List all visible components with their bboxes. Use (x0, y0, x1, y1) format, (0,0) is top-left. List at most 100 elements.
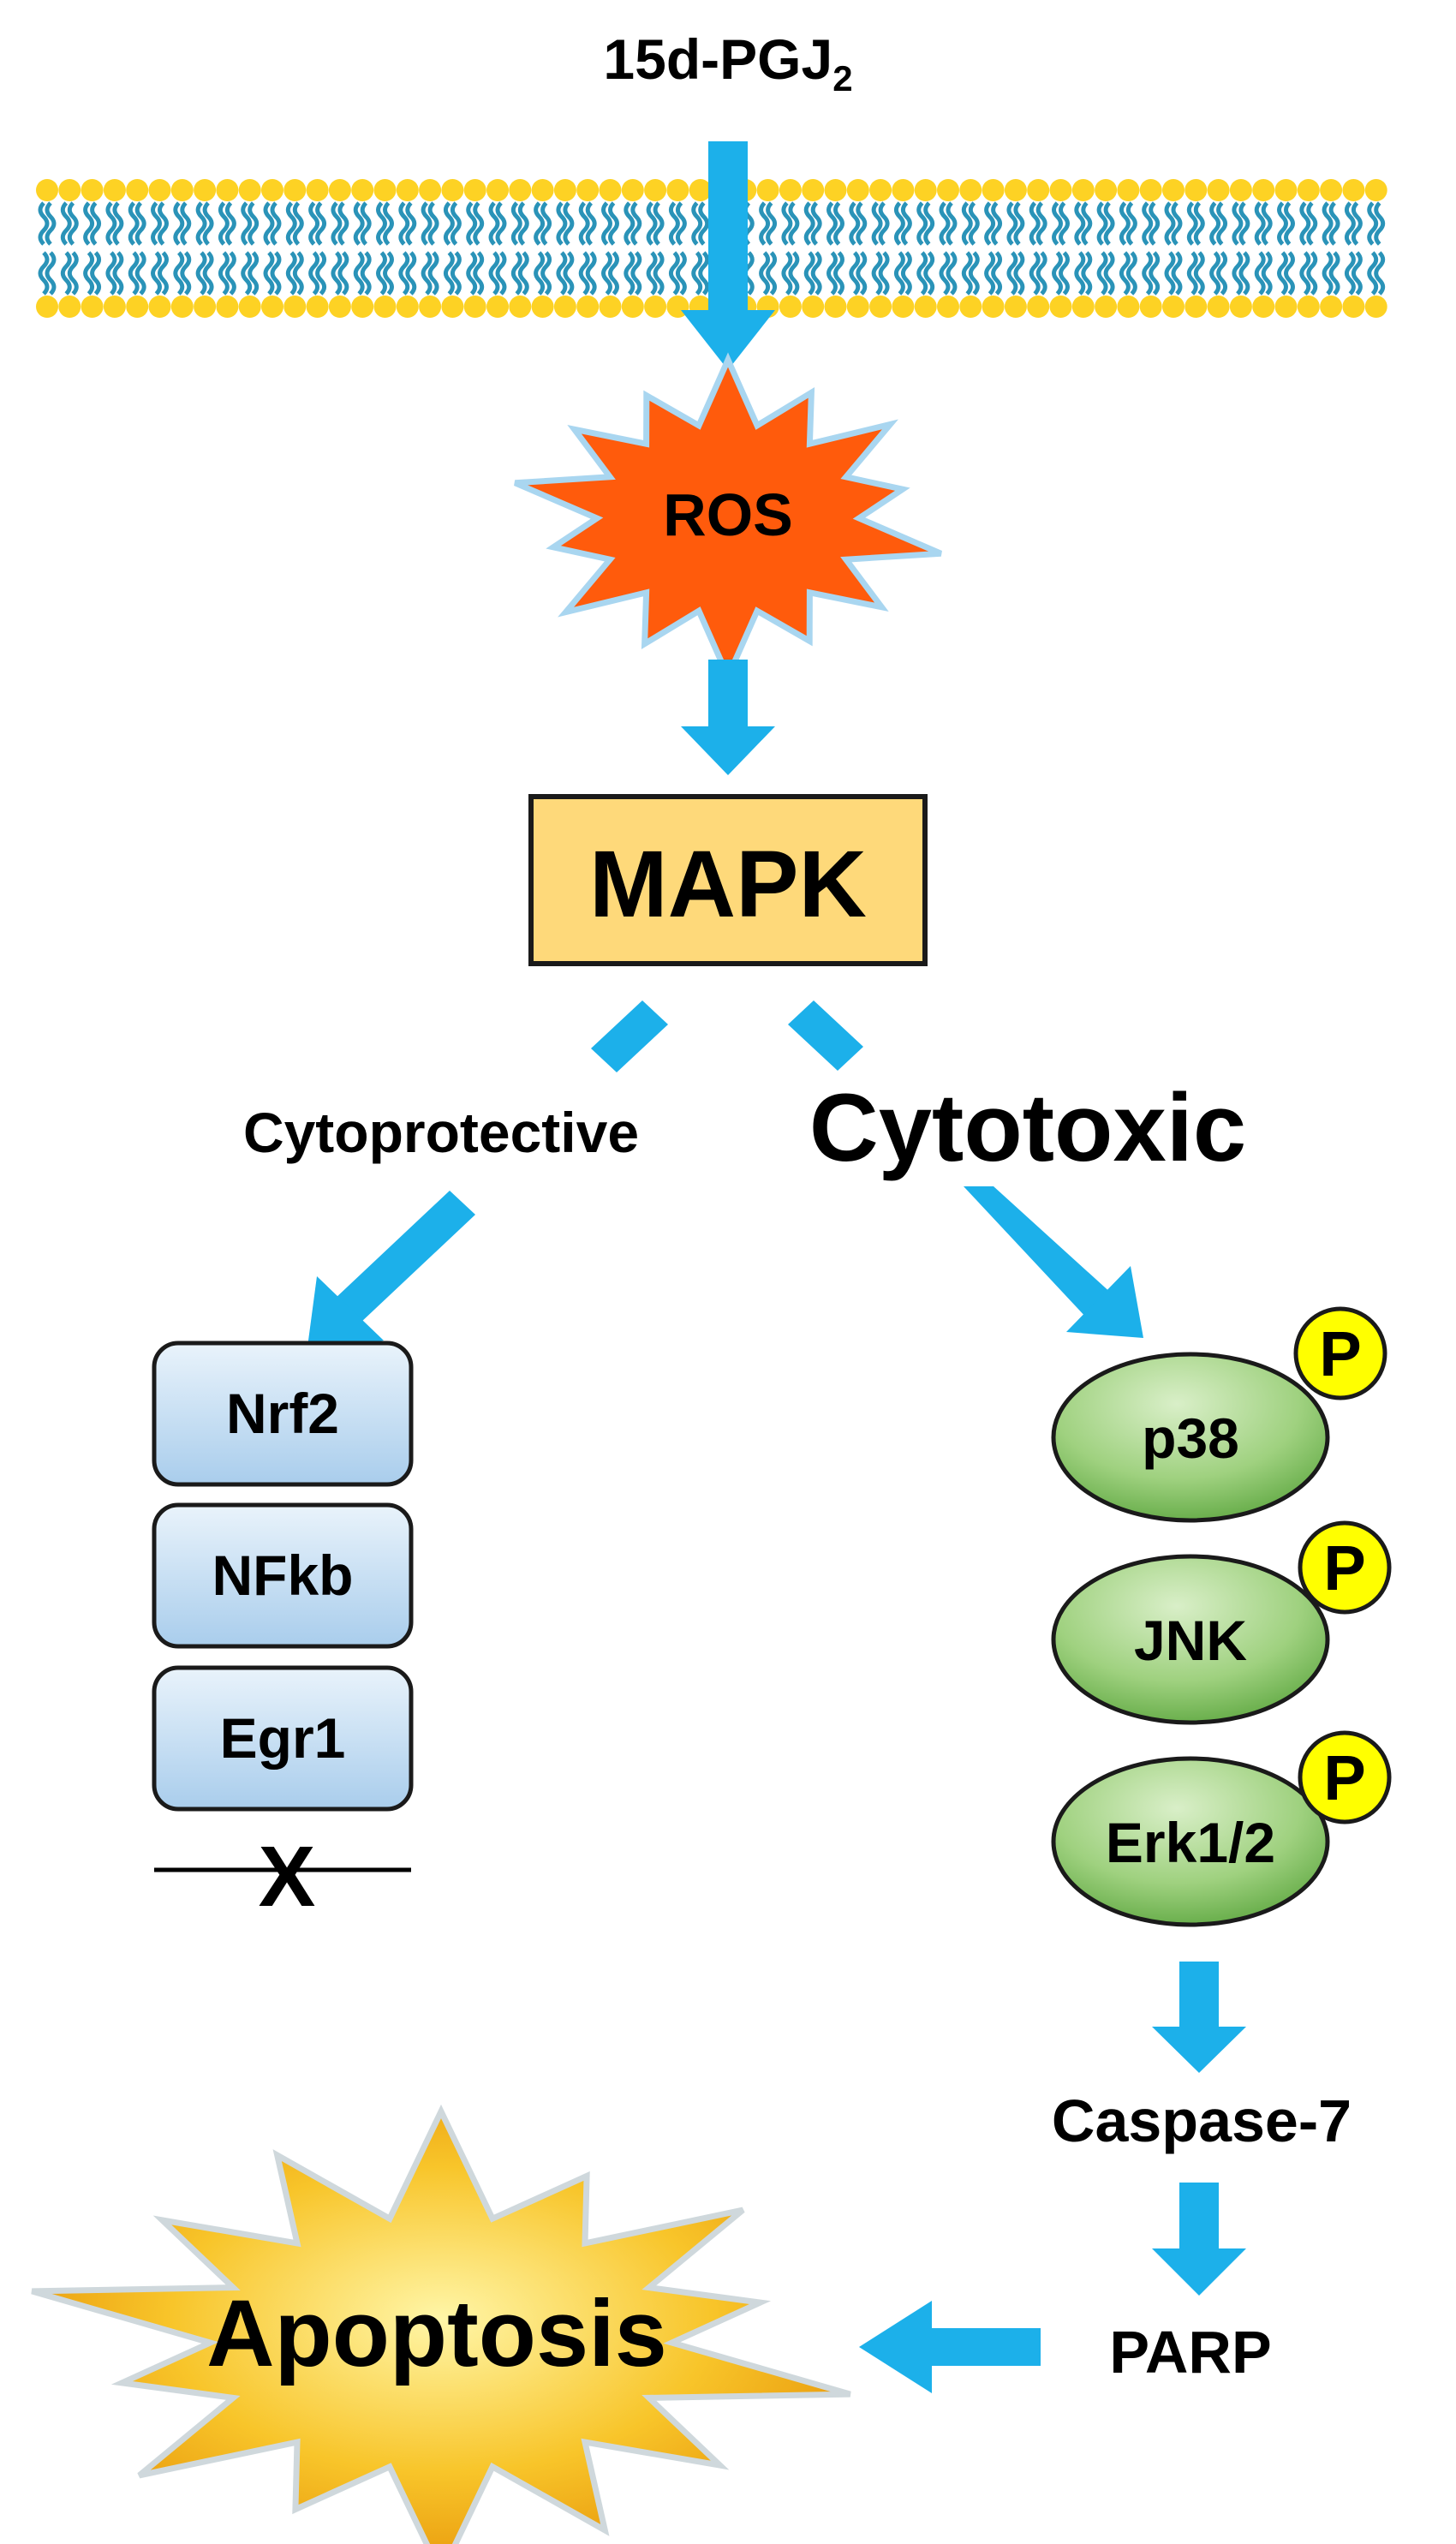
membrane-tail-outer (360, 201, 372, 246)
membrane-tail-outer (315, 201, 327, 246)
membrane-head-outer (216, 179, 239, 201)
membrane-head-outer (1004, 179, 1027, 201)
membrane-head-inner (126, 296, 149, 318)
caspase-label: Caspase-7 (1052, 2087, 1352, 2154)
membrane-tail-outer (1171, 201, 1183, 246)
membrane-tail-inner (1006, 251, 1018, 296)
membrane-head-inner (1274, 296, 1298, 318)
membrane-tail-outer (1216, 201, 1228, 246)
membrane-head-inner (419, 296, 442, 318)
arrow-to-transcription-factors (307, 1191, 475, 1353)
membrane-head-outer (1320, 179, 1343, 201)
membrane-head-outer (689, 179, 712, 201)
membrane-head-outer (351, 179, 374, 201)
membrane-tail-inner (991, 251, 1003, 296)
membrane-tail-inner (668, 251, 680, 296)
membrane-tail-outer (134, 201, 146, 246)
membrane-head-inner (1364, 296, 1387, 318)
membrane-tail-inner (1367, 251, 1379, 296)
membrane-tail-inner (1306, 251, 1318, 296)
membrane-tail-inner (45, 251, 57, 296)
membrane-tail-outer (195, 201, 207, 246)
membrane-head-outer (1342, 179, 1365, 201)
membrane-head-outer (1364, 179, 1387, 201)
membrane-tail-inner (624, 251, 636, 296)
membrane-tail-outer (1299, 201, 1311, 246)
membrane-head-outer (802, 179, 825, 201)
membrane-tail-outer (788, 201, 800, 246)
membrane-head-outer (283, 179, 307, 201)
membrane-head-outer (126, 179, 149, 201)
membrane-tail-inner (1186, 251, 1198, 296)
membrane-tail-outer (939, 201, 951, 246)
membrane-tail-outer (180, 201, 192, 246)
membrane-tail-inner (1299, 251, 1311, 296)
membrane-tail-inner (826, 251, 838, 296)
phospho-label: P (1323, 1742, 1365, 1813)
membrane-tail-outer (421, 201, 433, 246)
membrane-head-inner (373, 296, 397, 318)
membrane-head-inner (81, 296, 104, 318)
cytotoxic-label: Cytotoxic (809, 1074, 1246, 1181)
membrane-head-outer (1184, 179, 1208, 201)
arrow-kinases-to-caspase (1152, 1962, 1246, 2073)
membrane-tail-outer (691, 201, 703, 246)
membrane-head-outer (892, 179, 915, 201)
arrow-to-kinases (964, 1186, 1143, 1338)
membrane-tail-inner (38, 251, 50, 296)
membrane-tail-inner (308, 251, 320, 296)
membrane-tail-inner (766, 251, 778, 296)
membrane-tail-outer (1254, 201, 1266, 246)
arrow-mapk-cytoprotective-upper (591, 1000, 668, 1072)
membrane-tail-outer (871, 201, 883, 246)
membrane-head-outer (306, 179, 329, 201)
tf-label: Egr1 (220, 1706, 346, 1770)
membrane-head-outer (576, 179, 600, 201)
membrane-tail-outer (781, 201, 793, 246)
membrane-head-inner (148, 296, 171, 318)
membrane-tail-inner (224, 251, 236, 296)
membrane-head-outer (982, 179, 1005, 201)
membrane-tail-outer (1238, 201, 1250, 246)
mapk-box (528, 794, 928, 966)
membrane-head-inner (103, 296, 126, 318)
membrane-tail-inner (331, 251, 343, 296)
membrane-tail-inner (916, 251, 928, 296)
membrane-tail-outer (202, 201, 214, 246)
membrane-head-inner (396, 296, 419, 318)
membrane-head-inner (170, 296, 194, 318)
membrane-head-inner (1095, 296, 1118, 318)
membrane-head-outer (328, 179, 351, 201)
membrane-tail-inner (510, 251, 522, 296)
membrane-tail-inner (1059, 251, 1070, 296)
membrane-tail-inner (151, 251, 162, 296)
cell-membrane (36, 179, 1387, 318)
membrane-head-inner (1049, 296, 1072, 318)
membrane-tail-outer (1013, 201, 1025, 246)
membrane-tail-outer (578, 201, 590, 246)
membrane-head-outer (666, 179, 689, 201)
phospho-label: P (1323, 1532, 1365, 1603)
membrane-head-outer (261, 179, 283, 201)
membrane-tail-outer (427, 201, 439, 246)
parp-label: PARP (1109, 2319, 1271, 2386)
membrane-head-outer (396, 179, 419, 201)
membrane-tail-outer (218, 201, 230, 246)
membrane-tail-outer (675, 201, 687, 246)
membrane-head-outer (1252, 179, 1275, 201)
membrane-tail-inner (556, 251, 568, 296)
membrane-tail-outer (67, 201, 79, 246)
membrane-tail-outer (1209, 201, 1221, 246)
membrane-tail-inner (900, 251, 912, 296)
membrane-head-inner (576, 296, 600, 318)
membrane-head-outer (779, 179, 802, 201)
membrane-tail-outer (473, 201, 485, 246)
kinase-label: Erk1/2 (1106, 1811, 1275, 1874)
membrane-tail-outer (353, 201, 365, 246)
ros-label: ROS (663, 481, 793, 548)
membrane-tail-inner (421, 251, 433, 296)
membrane-tail-outer (968, 201, 980, 246)
membrane-tail-outer (1261, 201, 1273, 246)
membrane-tail-inner (893, 251, 905, 296)
